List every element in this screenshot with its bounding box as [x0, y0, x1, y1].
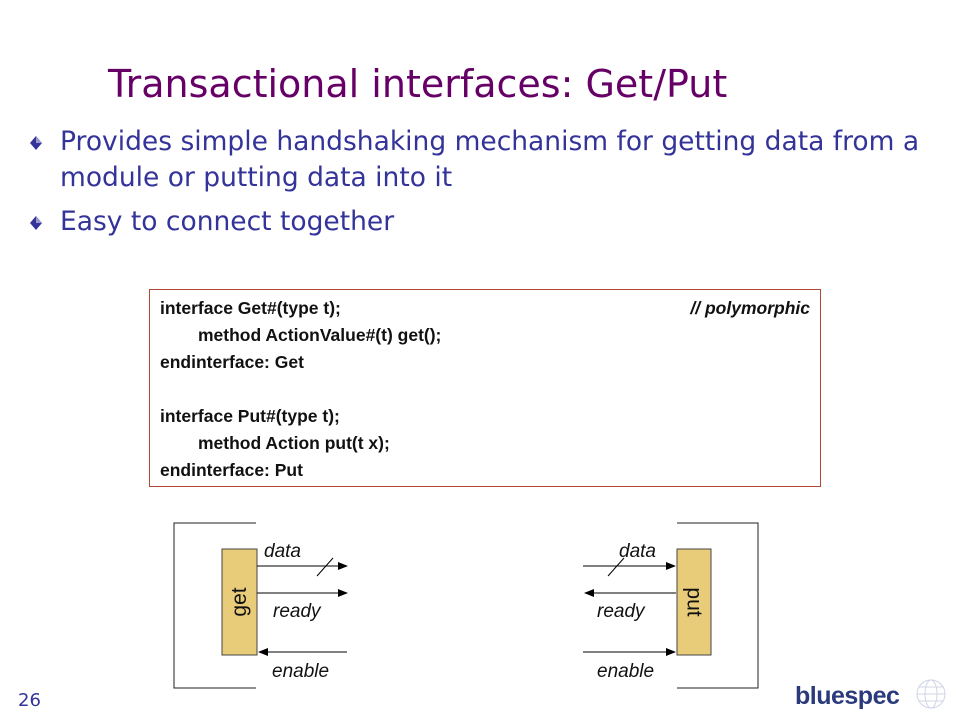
- code-text: interface Get#(type t);: [160, 298, 341, 318]
- page-number: 26: [18, 690, 41, 711]
- bullet-item: Provides simple handshaking mechanism fo…: [30, 124, 930, 196]
- code-box: interface Get#(type t); // polymorphic m…: [149, 289, 821, 487]
- put-block-label: put: [683, 587, 706, 616]
- bluespec-logo: bluespec: [795, 679, 946, 710]
- get-enable-label: enable: [272, 661, 329, 682]
- code-line: endinterface: Put: [160, 460, 303, 480]
- bullet-diamond-icon: [30, 136, 42, 150]
- slide-title: Transactional interfaces: Get/Put: [108, 62, 728, 106]
- logo-globe-icon: [916, 679, 946, 709]
- get-data-label: data: [264, 541, 301, 562]
- bullet-diamond-icon: [30, 216, 42, 230]
- get-module-outline: [173, 522, 256, 689]
- put-enable-label: enable: [597, 661, 654, 682]
- bullet-item: Easy to connect together: [30, 204, 930, 240]
- put-module: put data ready enable: [583, 522, 759, 689]
- bullet-text: Provides simple handshaking mechanism fo…: [60, 126, 920, 193]
- code-line: endinterface: Get: [160, 352, 304, 372]
- get-block-label: get: [228, 587, 251, 616]
- code-line: interface Get#(type t); // polymorphic: [160, 295, 810, 322]
- code-line: method Action put(t x);: [198, 433, 390, 453]
- put-data-label: data: [619, 541, 656, 562]
- code-line: method ActionValue#(t) get();: [198, 325, 442, 345]
- put-ready-label: ready: [597, 601, 646, 622]
- bullet-list: Provides simple handshaking mechanism fo…: [30, 124, 930, 248]
- code-comment: // polymorphic: [690, 298, 810, 318]
- get-block: [221, 548, 258, 656]
- put-block: [676, 548, 712, 656]
- code-line: interface Put#(type t);: [160, 406, 340, 426]
- bullet-text: Easy to connect together: [60, 206, 395, 237]
- put-data-bus-slash: [607, 557, 625, 577]
- get-ready-label: ready: [273, 601, 322, 622]
- put-module-outline: [677, 522, 759, 689]
- get-data-bus-slash: [316, 557, 334, 577]
- logo-wordmark: bluespec: [795, 682, 900, 710]
- get-module: get data ready enable: [173, 522, 348, 689]
